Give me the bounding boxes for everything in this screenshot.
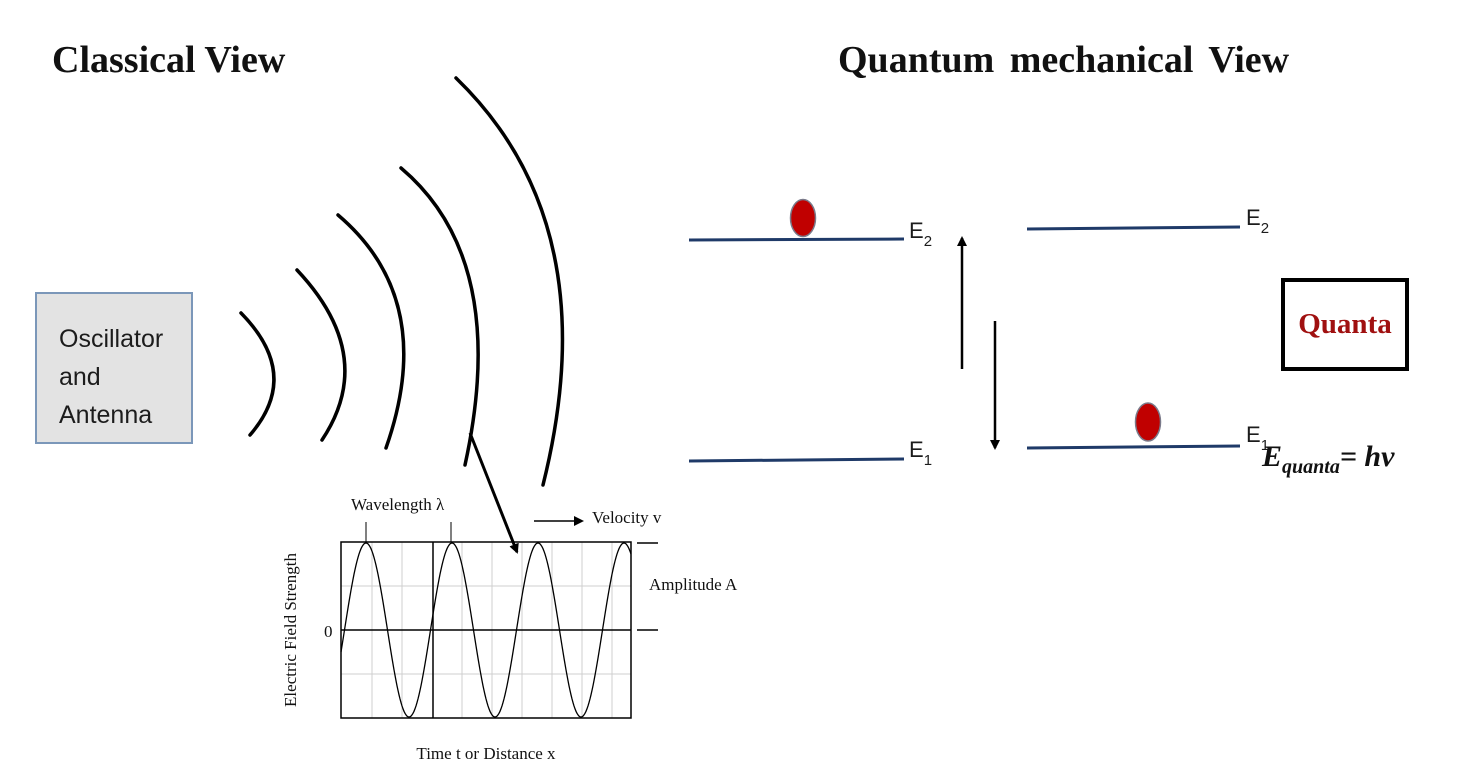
energy-level-diagram-left: E2 E1: [688, 198, 932, 469]
energy-label-e2-right: E2: [1246, 205, 1269, 237]
equation-rhs: = hν: [1339, 440, 1395, 473]
oscillator-label-line3: Antenna: [59, 401, 153, 429]
wavefront-arc-4: [399, 166, 480, 467]
wavefront-arc-1: [239, 311, 276, 437]
sine-wave-curve: [340, 542, 632, 718]
radiating-wavefronts: [239, 76, 565, 487]
classical-view-title: Classical View: [52, 39, 286, 81]
wave-pointer-arrow: [468, 432, 519, 554]
oscillator-label-line1: Oscillator: [59, 325, 164, 353]
quantum-view-title: Quantum mechanical View: [838, 39, 1290, 81]
wavefront-arc-2: [295, 268, 347, 442]
amplitude-label: Amplitude A: [649, 575, 738, 594]
energy-level-diagram-right: E2 E1: [1026, 205, 1269, 454]
energy-label-e1-left: E1: [909, 437, 932, 469]
equation-lhs: E: [1262, 440, 1283, 473]
y-axis-label: Electric Field Strength: [281, 553, 300, 707]
wavefront-arc-5: [454, 76, 565, 487]
quanta-box: Quanta: [1281, 278, 1409, 371]
energy-level-e1-left: [688, 457, 905, 463]
wave-graph: Wavelength λ Velocity v Amplitude A 0 El…: [281, 495, 738, 763]
particle-ground: [1134, 402, 1162, 442]
energy-equation: Equanta= hν: [1262, 440, 1394, 479]
oscillator-label-line2: and: [59, 363, 101, 391]
zero-label: 0: [324, 622, 333, 641]
energy-level-e2-left: [688, 237, 905, 242]
oscillator-antenna-box: Oscillator and Antenna: [35, 292, 193, 444]
velocity-label: Velocity v: [592, 508, 662, 527]
energy-label-e1-right: E1: [1246, 422, 1269, 454]
x-axis-label: Time t or Distance x: [416, 744, 556, 763]
quanta-label: Quanta: [1298, 308, 1392, 340]
energy-level-e2-right: [1026, 225, 1241, 231]
wavefront-arc-3: [336, 213, 406, 450]
energy-level-e1-right: [1026, 444, 1241, 450]
particle-excited: [789, 198, 817, 238]
energy-label-e2-left: E2: [909, 218, 932, 250]
wavelength-label: Wavelength λ: [351, 495, 445, 514]
equation-subscript: quanta: [1282, 456, 1340, 478]
